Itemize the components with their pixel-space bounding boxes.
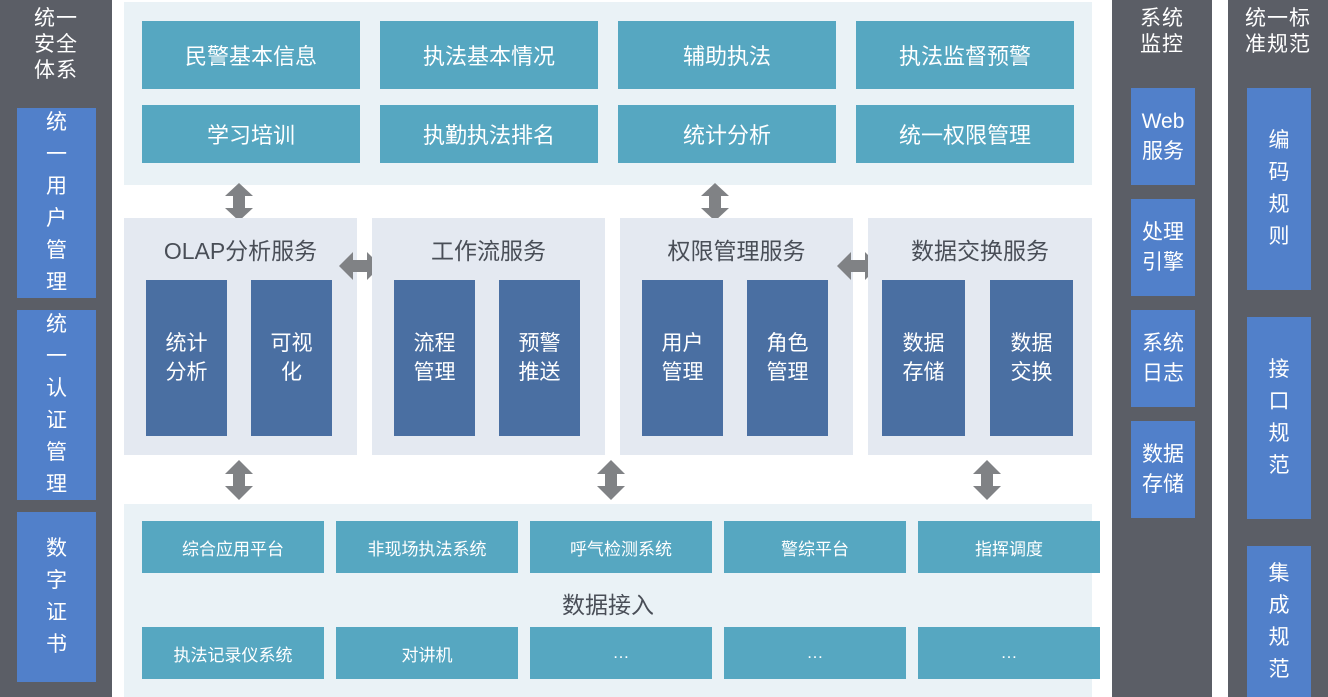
monitor-item-web-service[interactable]: Web服务 xyxy=(1131,88,1195,185)
app-tile-enforcement-basics[interactable]: 执法基本情况 xyxy=(380,21,598,89)
left-column-title: 统一安全体系 xyxy=(34,7,78,82)
left-security-column: 统一安全体系 统一用户管理 统一认证管理 数字证书 xyxy=(0,0,112,697)
service-item-olap-statistics[interactable]: 统计分析 xyxy=(146,280,227,436)
app-tile-assisted-enforcement[interactable]: 辅助执法 xyxy=(618,21,836,89)
standard-item-interface-spec-label: 接口规范 xyxy=(1268,358,1290,477)
data-access-label: 数据接入 xyxy=(562,592,654,618)
service-panel-workflow-title: 工作流服务 xyxy=(431,238,546,264)
arrow-olap-to-data xyxy=(225,460,253,500)
app-tile-training[interactable]: 学习培训 xyxy=(142,105,360,163)
service-item-data-exchange[interactable]: 数据交换 xyxy=(990,280,1073,436)
service-panel-permission: 权限管理服务 用户管理 角色管理 xyxy=(620,218,853,455)
monitor-item-system-log[interactable]: 系统日志 xyxy=(1131,310,1195,407)
app-tile-minjing-info[interactable]: 民警基本信息 xyxy=(142,21,360,89)
left-column-item-0-label: 统一用户管理 xyxy=(46,111,67,294)
monitor-item-processing-engine-label: 处理引擎 xyxy=(1142,220,1184,274)
system-monitor-column: 系统监控 Web服务 处理引擎 系统日志 数据存储 xyxy=(1112,0,1212,697)
standard-column-title: 统一标准规范 xyxy=(1245,7,1311,56)
data-source-recorder-system[interactable]: 执法记录仪系统 xyxy=(142,627,324,679)
service-panel-permission-title: 权限管理服务 xyxy=(667,238,806,264)
service-item-process-management-label: 流程管理 xyxy=(413,332,456,384)
data-source-comprehensive-platform[interactable]: 综合应用平台 xyxy=(142,521,324,573)
service-item-alert-push[interactable]: 预警推送 xyxy=(499,280,580,436)
data-source-more-2[interactable]: … xyxy=(724,627,906,679)
left-column-item-2[interactable]: 数字证书 xyxy=(17,512,96,682)
service-panel-olap-title: OLAP分析服务 xyxy=(163,238,318,264)
arrow-olap-to-workflow xyxy=(339,252,381,280)
monitor-item-processing-engine[interactable]: 处理引擎 xyxy=(1131,199,1195,296)
service-item-user-management-label: 用户管理 xyxy=(661,332,704,384)
service-panel-data-exchange: 数据交换服务 数据存储 数据交换 xyxy=(868,218,1092,455)
arrow-exchange-to-data xyxy=(973,460,1001,500)
standard-item-integration-spec[interactable]: 集成规范 xyxy=(1247,546,1311,697)
standard-item-coding-rule-label: 编码规则 xyxy=(1268,129,1290,248)
service-item-user-management[interactable]: 用户管理 xyxy=(642,280,723,436)
service-item-data-storage-label: 数据存储 xyxy=(902,332,945,384)
standard-item-coding-rule[interactable]: 编码规则 xyxy=(1247,88,1311,290)
data-source-breath-test[interactable]: 呼气检测系统 xyxy=(530,521,712,573)
app-tile-duty-ranking[interactable]: 执勤执法排名 xyxy=(380,105,598,163)
data-source-police-platform[interactable]: 警综平台 xyxy=(724,521,906,573)
service-panel-data-exchange-title: 数据交换服务 xyxy=(911,238,1049,264)
standard-item-interface-spec[interactable]: 接口规范 xyxy=(1247,317,1311,519)
left-column-item-1-label: 统一认证管理 xyxy=(46,313,67,496)
service-panel-workflow: 工作流服务 流程管理 预警推送 xyxy=(372,218,605,455)
app-tile-unified-permission[interactable]: 统一权限管理 xyxy=(856,105,1074,163)
service-panel-olap: OLAP分析服务 统计分析 可视化 xyxy=(124,218,357,455)
service-item-role-management-label: 角色管理 xyxy=(766,332,809,384)
data-source-more-1[interactable]: … xyxy=(530,627,712,679)
standard-spec-column: 统一标准规范 编码规则 接口规范 集成规范 xyxy=(1228,0,1328,697)
data-access-panel: 综合应用平台 非现场执法系统 呼气检测系统 警综平台 指挥调度 数据接入 执法记… xyxy=(124,504,1100,697)
standard-item-integration-spec-label: 集成规范 xyxy=(1268,561,1290,681)
left-column-item-0[interactable]: 统一用户管理 xyxy=(17,108,96,298)
data-source-command-dispatch[interactable]: 指挥调度 xyxy=(918,521,1100,573)
service-item-process-management[interactable]: 流程管理 xyxy=(394,280,475,436)
monitor-item-web-service-label: Web服务 xyxy=(1141,109,1185,163)
left-column-item-1[interactable]: 统一认证管理 xyxy=(17,310,96,500)
arrow-app-to-permission xyxy=(701,183,729,221)
app-tile-statistics[interactable]: 统计分析 xyxy=(618,105,836,163)
service-item-alert-push-label: 预警推送 xyxy=(518,332,561,384)
data-source-more-3[interactable]: … xyxy=(918,627,1100,679)
app-tile-supervision-alert[interactable]: 执法监督预警 xyxy=(856,21,1074,89)
service-item-olap-visualization[interactable]: 可视化 xyxy=(251,280,332,436)
monitor-column-title: 系统监控 xyxy=(1140,7,1184,56)
service-item-role-management[interactable]: 角色管理 xyxy=(747,280,828,436)
arrow-workflow-to-data xyxy=(597,460,625,500)
monitor-item-data-storage-label: 数据存储 xyxy=(1142,442,1184,496)
data-source-non-onsite-enforcement[interactable]: 非现场执法系统 xyxy=(336,521,518,573)
service-item-olap-statistics-label: 统计分析 xyxy=(165,332,208,384)
application-layer-panel: 民警基本信息 执法基本情况 辅助执法 执法监督预警 学习培训 执勤执法排名 统计… xyxy=(124,2,1092,185)
service-item-olap-visualization-label: 可视化 xyxy=(270,332,313,384)
arrow-app-to-olap xyxy=(225,183,253,221)
monitor-item-data-storage[interactable]: 数据存储 xyxy=(1131,421,1195,518)
left-column-item-2-label: 数字证书 xyxy=(46,537,67,656)
data-source-intercom[interactable]: 对讲机 xyxy=(336,627,518,679)
service-item-data-exchange-label: 数据交换 xyxy=(1010,332,1053,384)
service-item-data-storage[interactable]: 数据存储 xyxy=(882,280,965,436)
monitor-item-system-log-label: 系统日志 xyxy=(1142,331,1184,385)
